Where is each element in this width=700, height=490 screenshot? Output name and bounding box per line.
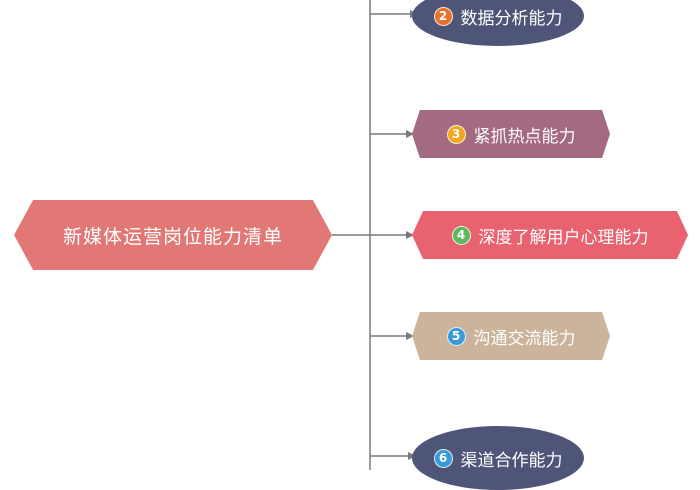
number-badge: 4 [451,225,471,245]
branch-arrow [370,10,418,18]
number-badge: 3 [446,124,466,144]
branch-node-6: 6 渠道合作能力 [412,426,584,490]
branch-arrow [370,130,414,138]
branch-arrow [370,452,416,460]
number-badge: 2 [433,6,453,26]
branch-label: 沟通交流能力 [473,328,576,349]
number-badge: 5 [446,326,466,346]
branch-node-2: 2 数据分析能力 [412,0,584,46]
branch-label: 紧抓热点能力 [473,126,576,147]
branch-label: 数据分析能力 [460,8,563,29]
branch-node-4: 4 深度了解用户心理能力 [412,211,688,259]
branch-arrow [370,332,414,340]
branch-node-3: 3 紧抓热点能力 [412,110,610,158]
mind-map: 新媒体运营岗位能力清单 2 数据分析能力 3 紧抓热点能力 4 深度了解用户心理… [14,0,688,490]
branch-label: 渠道合作能力 [460,450,563,471]
root-node: 新媒体运营岗位能力清单 [14,200,332,270]
branch-node-5: 5 沟通交流能力 [412,312,610,360]
branch-arrow [370,231,414,239]
root-label: 新媒体运营岗位能力清单 [62,225,283,248]
number-badge: 6 [433,448,453,468]
branch-label: 深度了解用户心理能力 [478,227,649,248]
